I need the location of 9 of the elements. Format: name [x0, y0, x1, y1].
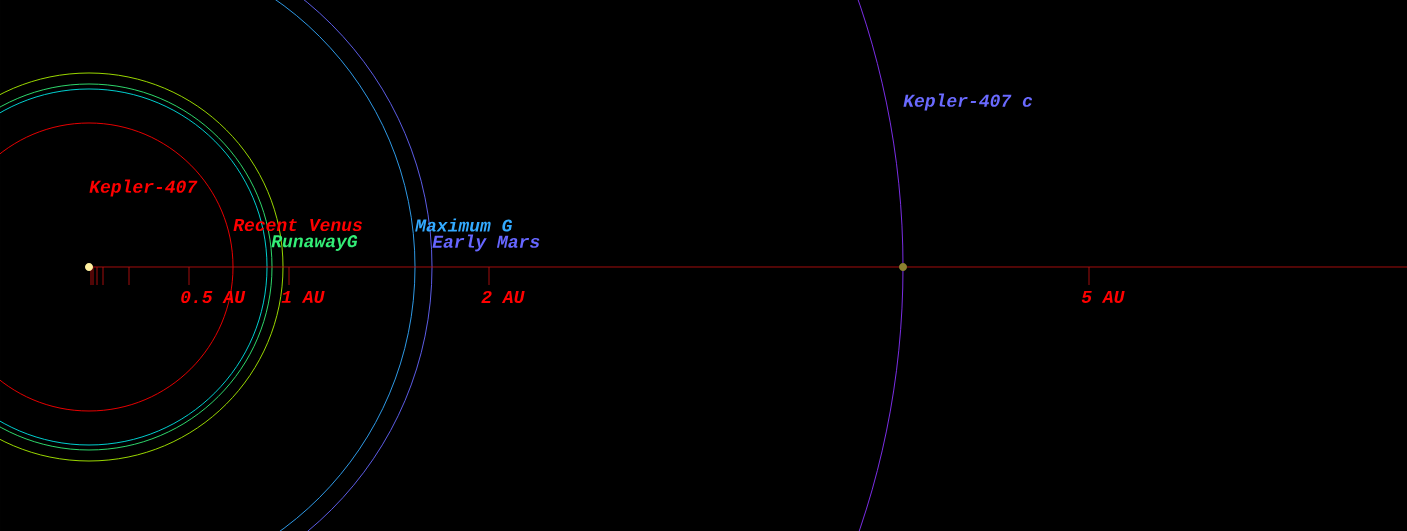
text-label: Kepler-407	[89, 179, 198, 197]
text-label: 0.5 AU	[181, 290, 246, 304]
text-label: Early Mars	[432, 234, 540, 252]
text-label: RunawayG	[271, 235, 358, 251]
text-label: 1 AU	[281, 291, 325, 303]
text-label: Kepler-407 c	[903, 93, 1033, 111]
text-label: 2 AU	[481, 290, 525, 304]
text-label: Maximum G	[415, 218, 513, 232]
text-label: 5 AU	[1081, 291, 1125, 303]
